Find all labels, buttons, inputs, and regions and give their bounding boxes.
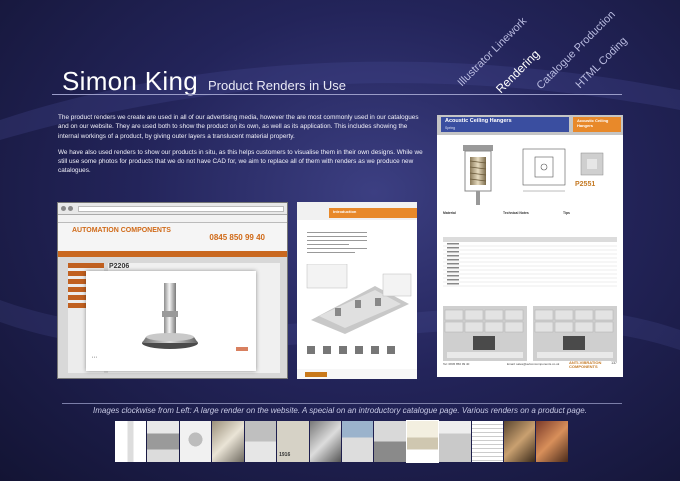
page-number: 137 [611, 361, 617, 365]
product-title: Acoustic Ceiling Hangers [445, 118, 512, 124]
thumbnail-3[interactable] [179, 421, 212, 462]
header-divider [52, 94, 622, 95]
intro-paragraph-1: The product renders we create are used i… [58, 114, 419, 140]
product-code: P2206 [109, 263, 130, 270]
product-tab-title: Acoustic Ceiling Hangers [577, 118, 609, 128]
footer-brand: ANTI-VIBRATION COMPONENTS [569, 360, 602, 369]
catalogue-intro-page[interactable]: Introduction [297, 202, 417, 379]
image-caption: Images clockwise from Left: A large rend… [93, 406, 587, 415]
thumbnail-13[interactable] [504, 421, 536, 462]
intro-page-title: Introduction [333, 209, 357, 214]
intro-page-stripe [329, 208, 417, 218]
lightbox-caption: ▪ ▪ ▪ [92, 355, 97, 359]
thumbnail-10-selected[interactable] [405, 420, 440, 463]
footer-email: Email: sales@aviconcomponents.co.uk [507, 362, 560, 366]
page-header: Simon King Product Renders in Use [62, 66, 346, 97]
browser-address-bar [78, 205, 284, 212]
tips-heading: Tips [563, 211, 570, 215]
lightbox-close-button[interactable] [236, 347, 248, 351]
product-code: P2551 [575, 181, 596, 188]
site-body: P2206 ▪ ▪ ▪ [58, 257, 287, 378]
leveling-foot-render [142, 283, 198, 349]
render-lightbox: ▪ ▪ ▪ [86, 271, 256, 371]
hanger-render-and-drawing [463, 145, 604, 205]
thumbnail-6-label: 1916 [279, 452, 291, 458]
material-heading: Material [443, 211, 456, 215]
intro-footer-logo [305, 372, 327, 377]
thumbnail-5[interactable] [244, 421, 277, 462]
thumbnail-1[interactable] [115, 421, 147, 462]
site-logo: AUTOMATION COMPONENTS [72, 227, 171, 234]
website-screenshot[interactable]: AUTOMATION COMPONENTS 0845 850 99 40 P22… [57, 202, 288, 379]
browser-back-icon [61, 206, 66, 211]
thumbnail-strip: 1916 [115, 420, 569, 463]
thumbnail-4[interactable] [212, 421, 244, 462]
product-spec-table [443, 237, 617, 287]
nav-rendering[interactable]: Rendering [493, 46, 543, 96]
technical-heading: Technical Notes [503, 211, 529, 215]
mounting-diagram [306, 264, 412, 334]
thumbnail-6[interactable]: 1916 [277, 421, 309, 462]
thumbnail-7[interactable] [309, 421, 341, 462]
intro-paragraph-2: We have also used renders to show our pr… [58, 148, 423, 175]
browser-tabs [58, 215, 287, 223]
product-title-block [441, 117, 569, 132]
footer-divider [62, 403, 622, 404]
author-name: Simon King [62, 66, 198, 96]
installation-renders [443, 306, 617, 361]
thumbnail-8[interactable] [341, 421, 374, 462]
site-banner: AUTOMATION COMPONENTS 0845 850 99 40 [58, 223, 287, 251]
product-page-footer: Tel: 0845 850 99 40 Email: sales@aviconc… [441, 360, 619, 374]
browser-forward-icon [68, 206, 73, 211]
thumbnail-12[interactable] [471, 421, 504, 462]
page-title: Product Renders in Use [207, 78, 346, 93]
footer-tel: Tel: 0845 850 99 40 [443, 362, 470, 366]
product-tab-block [573, 117, 621, 132]
product-notes: Material Technical Notes Tips [443, 211, 617, 235]
product-subtitle: Spring [445, 126, 456, 130]
thumbnail-2[interactable] [147, 421, 179, 462]
section-nav: Illustrator Linework Rendering Catalogue… [0, 0, 680, 100]
site-nav-bar [58, 251, 287, 257]
catalogue-product-page[interactable]: Acoustic Ceiling Hangers Spring Acoustic… [437, 115, 623, 377]
thumbnail-11[interactable] [439, 421, 471, 462]
intro-icons-row [307, 346, 395, 354]
thumbnail-9[interactable] [374, 421, 406, 462]
intro-text: The product renders we create are used i… [58, 113, 424, 183]
intro-page-footer [297, 369, 417, 379]
site-phone: 0845 850 99 40 [209, 233, 265, 242]
thumbnail-14[interactable] [536, 421, 568, 462]
intro-page-text [307, 232, 367, 256]
browser-toolbar [58, 203, 287, 215]
